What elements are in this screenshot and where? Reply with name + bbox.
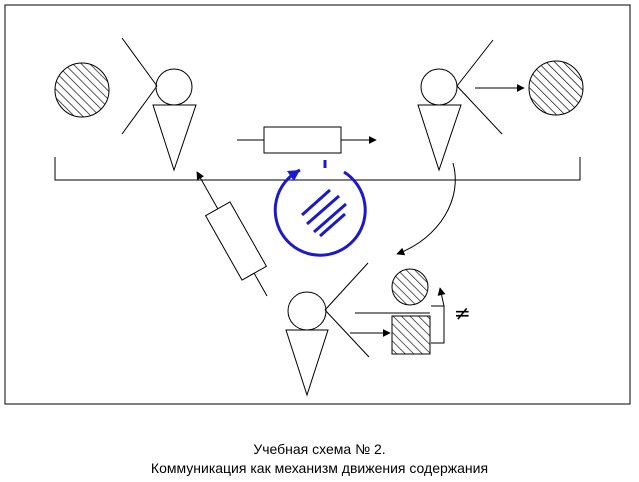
person-bottom-body [285, 329, 329, 397]
compare-arrow [437, 287, 446, 307]
outer-frame [4, 4, 631, 405]
curved-arrow [396, 162, 456, 256]
person-right-body [417, 104, 462, 172]
caption-line-2: Коммуникация как механизм движения содер… [150, 460, 489, 476]
person-left [121, 37, 197, 172]
hatched-circle-icon [54, 62, 110, 118]
person-bottom-head [287, 291, 327, 331]
cycle-arrow-icon [273, 160, 367, 257]
person-bottom [285, 262, 370, 397]
person-left-head [155, 68, 193, 106]
message-box-icon [263, 126, 342, 154]
person-right [417, 39, 503, 172]
caption-line-1: Учебная схема № 2. [253, 441, 386, 457]
person-right-head [420, 68, 458, 106]
hatched-circle-icon [528, 60, 584, 116]
message-box-diagonal [196, 171, 268, 297]
person-left-body [152, 104, 197, 172]
hatched-circle-icon [391, 268, 429, 306]
message-box-top [237, 126, 377, 154]
hatched-square-icon [391, 315, 431, 355]
compare-bracket [431, 305, 445, 344]
baseline-bracket [54, 157, 581, 181]
not-equal-icon: ≠ [454, 301, 471, 325]
message-box-icon [204, 201, 268, 281]
